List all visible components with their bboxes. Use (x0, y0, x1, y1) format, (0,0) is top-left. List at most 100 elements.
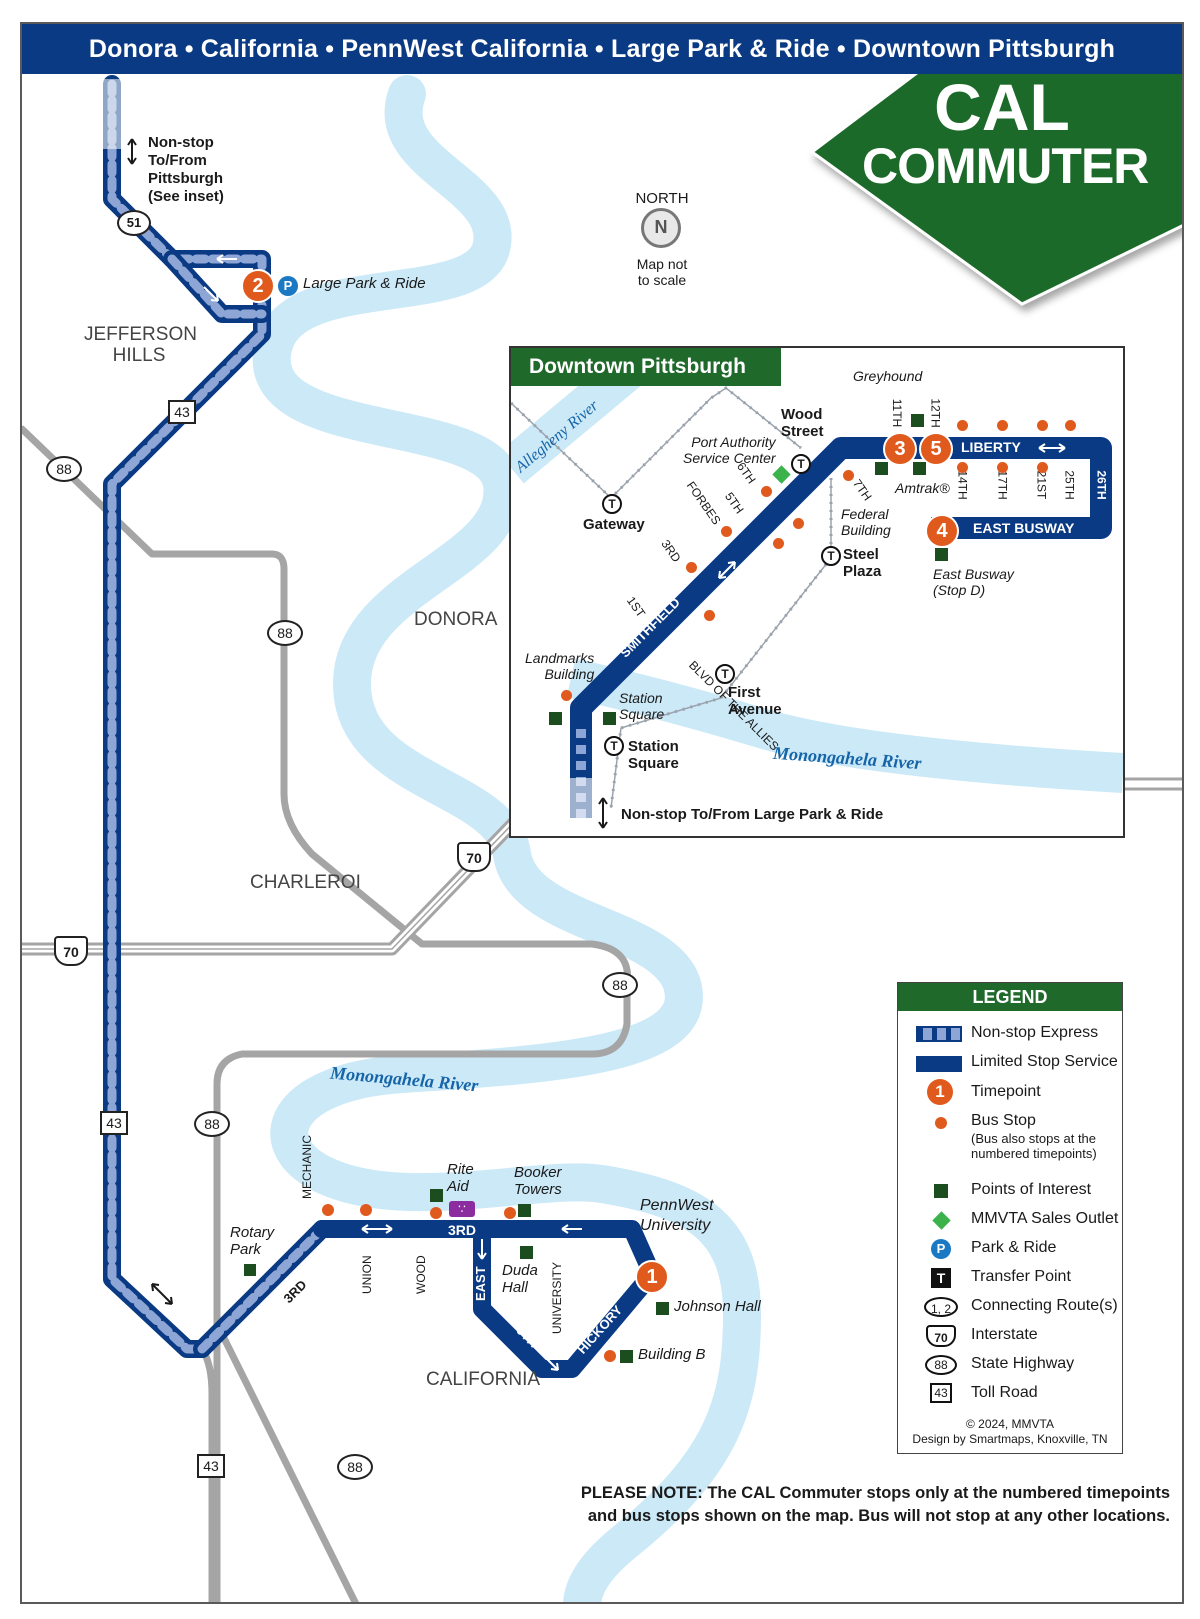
station-square-transfer-label: Station Square (628, 738, 679, 772)
legend-toll-road-icon: 43 (930, 1383, 952, 1403)
label-line: Duda (502, 1262, 538, 1279)
badge-line-1: CAL (934, 70, 1070, 144)
legend-sales: MMVTA Sales Outlet (971, 1210, 1119, 1227)
east-busway-stop-label: East Busway (Stop D) (933, 566, 1014, 598)
legend-park-ride-icon: P (931, 1239, 951, 1259)
place-charleroi: CHARLEROI (250, 872, 361, 893)
street-14th: 14TH (955, 470, 970, 500)
legend-bus-stop-note: (Bus also stops at the (971, 1131, 1097, 1146)
please-note-line-2: and bus stops shown on the map. Bus will… (587, 1507, 1170, 1525)
poi-marker (656, 1302, 669, 1315)
street-3rd-b: 3RD (448, 1222, 477, 1238)
route-header: Donora • California • PennWest Californi… (22, 24, 1182, 74)
poi-marker (911, 414, 924, 427)
bus-stop (430, 1207, 442, 1219)
bus-stop (504, 1207, 516, 1219)
scale-note: Map not to scale (622, 256, 702, 288)
legend-limited: Limited Stop Service (971, 1053, 1118, 1070)
legend-transfer-icon: T (931, 1268, 951, 1288)
legend-interstate-icon: 70 (926, 1325, 956, 1347)
scale-note-line-1: Map not (636, 256, 688, 272)
first-avenue-label: First Avenue (728, 684, 782, 718)
legend: LEGEND Non-stop Express Limited Stop Ser… (897, 982, 1123, 1454)
timepoint-2: 2 (241, 269, 275, 303)
state-highway-shield: 88 (602, 972, 638, 998)
bus-stop (1037, 420, 1048, 431)
label-line: Hall (502, 1279, 528, 1296)
bus-stop (1065, 420, 1076, 431)
label-line: Wood (781, 406, 823, 423)
rite-aid-label: Rite Aid (447, 1161, 474, 1195)
label-line: Towers (514, 1181, 562, 1198)
bus-stop (843, 470, 854, 481)
bus-stop (957, 462, 968, 473)
please-note-line-1: PLEASE NOTE: The CAL Commuter stops only… (580, 1484, 1170, 1502)
north-letter: N (654, 217, 668, 237)
toll-road-shield: 43 (168, 400, 196, 424)
place-jefferson-hills: JEFFERSON HILLS (84, 324, 197, 366)
legend-park-ride: Park & Ride (971, 1239, 1057, 1256)
transit-map: Donora • California • PennWest Californi… (20, 22, 1184, 1604)
label-line: East Busway (933, 566, 1014, 582)
building-b-label: Building B (638, 1346, 706, 1363)
amtrak-label: Amtrak® (895, 480, 950, 496)
bus-stop (997, 420, 1008, 431)
liberty-label: LIBERTY (961, 439, 1021, 455)
bus-stop (957, 420, 968, 431)
label-line: Station (619, 690, 663, 706)
poi-marker (620, 1350, 633, 1363)
transfer-point-icon: T (715, 664, 735, 684)
booker-towers-label: Booker Towers (514, 1164, 562, 1198)
timepoint-1: 1 (635, 1260, 669, 1294)
street-26th: 26TH (1094, 470, 1109, 500)
bus-stop (322, 1204, 334, 1216)
poi-marker (549, 712, 562, 725)
duda-hall-label: Duda Hall (502, 1262, 538, 1296)
legend-poi-icon (934, 1184, 948, 1198)
nonstop-note-line: Non-stop (148, 134, 214, 151)
transfer-point-icon: T (602, 494, 622, 514)
station-square-poi-label: Station Square (619, 690, 664, 722)
poi-marker (935, 548, 948, 561)
landmarks-building-label: Landmarks Building (525, 650, 594, 682)
poi-marker (520, 1246, 533, 1259)
badge-line-2: COMMUTER (862, 138, 1149, 194)
cal-commuter-badge (809, 67, 1182, 306)
legend-state-highway: State Highway (971, 1355, 1075, 1372)
bus-stop (997, 462, 1008, 473)
timepoint-5: 5 (919, 432, 953, 466)
legend-bus-stop-note: numbered timepoints) (971, 1146, 1097, 1161)
label-line: Avenue (728, 701, 782, 718)
place-label: HILLS (112, 345, 166, 366)
bus-stop (793, 518, 804, 529)
please-note: PLEASE NOTE: The CAL Commuter stops only… (540, 1482, 1170, 1528)
steel-plaza-label: Steel Plaza (843, 546, 881, 580)
label-line: Booker (514, 1164, 562, 1181)
legend-connecting: Connecting Route(s) (971, 1297, 1118, 1314)
rotary-park-label: Rotary Park (230, 1224, 274, 1258)
label-line: Landmarks (525, 650, 595, 666)
label-line: (Stop D) (933, 582, 986, 598)
timepoint-4: 4 (925, 514, 959, 548)
legend-copyright: © 2024, MMVTA (966, 1417, 1054, 1431)
route-arrows (203, 254, 582, 1371)
poi-marker (603, 712, 616, 725)
label-line: Rotary (230, 1224, 275, 1241)
poi-marker (430, 1189, 443, 1202)
state-highway-shield: 88 (46, 456, 82, 482)
wood-street-label: Wood Street (781, 406, 824, 440)
poi-marker (913, 462, 926, 475)
label-line: Park (230, 1241, 261, 1258)
label-line: University (640, 1217, 711, 1234)
street-21st: 21ST (1034, 470, 1049, 500)
place-california: CALIFORNIA (426, 1369, 541, 1390)
label-line: First (728, 684, 761, 701)
interstate-shield: 70 (457, 842, 491, 872)
label-line: Station (628, 738, 679, 755)
inset-title: Downtown Pittsburgh (511, 348, 781, 386)
label-line: Federal (841, 506, 889, 522)
interstate-shield: 70 (54, 936, 88, 966)
transfer-point-icon: T (821, 546, 841, 566)
street-union: UNION (360, 1255, 374, 1294)
johnson-hall-label: Johnson Hall (674, 1298, 761, 1315)
